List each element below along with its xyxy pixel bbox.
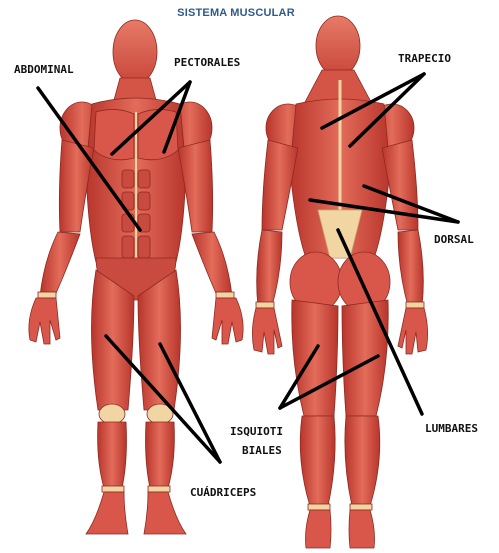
label-pectorales: PECTORALES: [174, 56, 240, 70]
label-trapecio: TRAPECIO: [398, 52, 451, 66]
back-right-ankle: [350, 504, 372, 510]
front-left-foot: [86, 492, 128, 534]
front-right-foot: [144, 492, 186, 534]
back-right-forearm: [398, 230, 423, 306]
back-head: [316, 16, 360, 76]
label-cuadriceps: CUÁDRICEPS: [190, 486, 256, 500]
back-left-forearm: [257, 230, 282, 306]
front-left-ankle: [102, 486, 124, 492]
front-right-hand: [212, 298, 243, 344]
front-left-knee: [99, 404, 125, 424]
front-right-forearm: [192, 232, 232, 298]
label-abdominal: ABDOMINAL: [14, 63, 74, 77]
front-left-hand: [29, 298, 60, 344]
front-left-shin: [98, 422, 127, 488]
back-left-wrist: [256, 302, 274, 308]
back-right-foot: [349, 510, 375, 548]
back-left-foot: [306, 510, 332, 548]
back-right-hand: [398, 308, 428, 354]
front-right-wrist: [216, 292, 234, 298]
back-left-calf: [300, 416, 335, 506]
front-left-wrist: [38, 292, 56, 298]
front-head: [113, 20, 157, 84]
back-right-thigh: [342, 300, 388, 416]
label-dorsal: DORSAL: [434, 233, 474, 247]
front-right-ankle: [148, 486, 170, 492]
front-left-forearm: [40, 232, 80, 298]
back-left-ankle: [308, 504, 330, 510]
back-right-wrist: [406, 302, 424, 308]
diagram-title: SISTEMA MUSCULAR: [0, 7, 472, 19]
front-body: [29, 20, 243, 534]
label-isquiotibiales-line2: BIALES: [242, 444, 282, 458]
front-right-shin: [146, 422, 175, 488]
front-neck: [114, 78, 156, 100]
label-isquiotibiales-line1: ISQUIOTI: [230, 425, 283, 439]
back-left-hand: [252, 308, 282, 354]
back-right-calf: [345, 416, 380, 506]
label-lumbares: LUMBARES: [425, 422, 478, 436]
